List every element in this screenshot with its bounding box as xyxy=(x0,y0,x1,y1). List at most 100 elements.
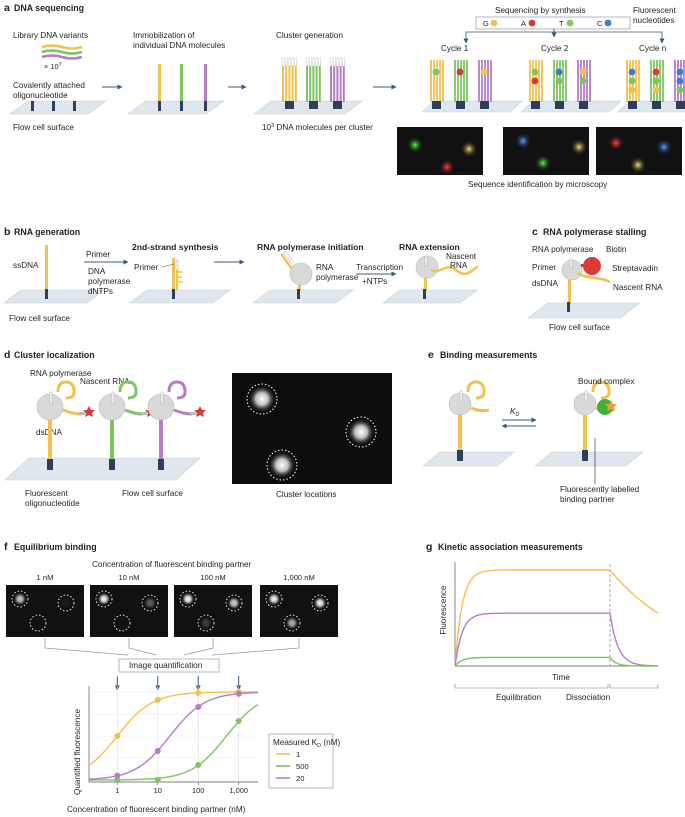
pol-init-title: RNA polymerase initiation xyxy=(257,242,364,252)
flow-cell-slide xyxy=(534,451,644,467)
library-strands xyxy=(41,44,83,60)
fluorescent-nucleotide xyxy=(652,68,660,76)
fluorescence-spot xyxy=(97,592,111,606)
d-surface-label: Flow cell surface xyxy=(122,489,183,498)
dna-clusters xyxy=(281,57,345,109)
anchor-oligo xyxy=(47,459,53,470)
cluster-strand xyxy=(565,60,567,102)
legend-title: Measured KD (nM) xyxy=(273,738,341,749)
flow-cell-slide xyxy=(527,302,641,319)
anchor-oligo xyxy=(579,101,588,109)
panel-c-letter: c xyxy=(532,226,538,238)
primer-step-1: Primer xyxy=(86,250,110,259)
nascent-label-1: Nascent xyxy=(446,252,477,261)
microscopy-images xyxy=(397,127,682,176)
cluster-strand xyxy=(650,60,652,102)
anchor-oligo xyxy=(567,302,570,312)
strand-tip xyxy=(312,57,315,67)
strand-tip xyxy=(291,57,294,67)
dna-molecule xyxy=(180,64,183,102)
fluorescence-spot xyxy=(227,596,241,610)
cluster-strand xyxy=(562,60,564,102)
cluster-strand xyxy=(318,62,321,102)
cluster-strand xyxy=(309,62,312,102)
cluster-strand xyxy=(285,62,288,102)
cluster-strand xyxy=(589,60,591,102)
series-line-500 xyxy=(89,704,259,781)
cluster-strand xyxy=(442,60,444,102)
fluorescence-spot xyxy=(438,158,456,176)
cluster-strand xyxy=(626,60,628,102)
fluorescent-nucleotide xyxy=(652,86,660,94)
anchor-oligo xyxy=(45,289,48,299)
legend-label: 1 xyxy=(296,750,300,759)
cluster-strand xyxy=(460,60,462,102)
f-xlabel: Concentration of fluorescent binding par… xyxy=(67,805,246,814)
anchor-oligo xyxy=(297,289,300,299)
strand-tip xyxy=(281,57,285,67)
strand-tip xyxy=(339,57,342,67)
f-ylabel: Quantified fluorescence xyxy=(73,709,82,795)
oligo-label-1: Covalently attached xyxy=(13,81,85,90)
sequencing-cycles xyxy=(421,60,685,113)
anchor-oligo xyxy=(432,101,441,109)
cluster-outline xyxy=(265,590,283,608)
g-ylabel: Fluorescence xyxy=(439,585,448,635)
anchor-oligo xyxy=(456,101,465,109)
cluster-strand xyxy=(333,62,336,102)
legend-box xyxy=(268,733,334,789)
bound-complex-label: Bound complex xyxy=(578,377,634,386)
fluorescent-nucleotide xyxy=(480,68,488,76)
data-point xyxy=(114,733,121,739)
anchor-oligo xyxy=(172,289,175,299)
partner-label-1: Fluorescently labelled xyxy=(560,485,640,494)
binding-partner xyxy=(597,399,613,415)
primer-step-3: polymerase xyxy=(88,277,131,286)
cluster-outline xyxy=(283,614,301,632)
c-biotin-label: Biotin xyxy=(606,245,627,254)
rna-hairpin xyxy=(466,380,486,400)
anchor-oligo xyxy=(109,459,115,470)
panel-a: a DNA sequencing Library DNA variants × … xyxy=(4,2,685,189)
cluster-outline xyxy=(266,449,298,481)
kinetic-series xyxy=(454,612,658,667)
panel-a-title: DNA sequencing xyxy=(14,3,84,13)
funnel-line xyxy=(211,638,300,656)
c-dsdna-label: dsDNA xyxy=(532,279,558,288)
fluorescence-spot xyxy=(607,134,625,152)
fluorophore-icon xyxy=(83,406,95,417)
rna-pol-label-1: RNA xyxy=(316,263,334,272)
per-cluster-label: 103 DNA molecules per cluster xyxy=(262,123,373,132)
nucleotide-box xyxy=(475,16,631,30)
cluster-strand xyxy=(291,62,294,102)
funnel-line xyxy=(128,638,157,656)
cycle-bracket xyxy=(465,31,663,38)
dissociation-label: Dissociation xyxy=(566,693,611,702)
library-label: Library DNA variants xyxy=(13,31,88,40)
cluster-strand xyxy=(659,60,661,102)
strand-tip xyxy=(329,57,333,67)
anchor-oligo xyxy=(204,101,207,111)
cluster-strand xyxy=(662,60,664,102)
cluster-spot xyxy=(347,418,375,446)
sbs-label: Sequencing by synthesis xyxy=(495,6,586,15)
nascent-rna xyxy=(62,408,82,416)
rna-hairpin xyxy=(56,380,76,400)
anchor-oligo xyxy=(309,101,318,109)
anchor-oligo xyxy=(423,289,426,299)
flow-cell-slide xyxy=(422,451,515,467)
panel-c: c RNA polymerase stalling RNA polymerase… xyxy=(527,226,663,332)
primer xyxy=(424,255,428,267)
nascent-rna xyxy=(430,265,479,276)
anchor-oligo xyxy=(73,101,76,111)
nascent-label-2: RNA xyxy=(450,261,468,270)
panel-a-letter: a xyxy=(4,2,10,14)
streptavidin xyxy=(583,257,601,275)
flow-cell-slide xyxy=(382,289,478,304)
cluster-strand xyxy=(436,60,438,102)
nascent-rna xyxy=(124,408,144,416)
flow-cell-slide xyxy=(421,100,523,113)
nucleotide-letter: A xyxy=(521,19,526,28)
